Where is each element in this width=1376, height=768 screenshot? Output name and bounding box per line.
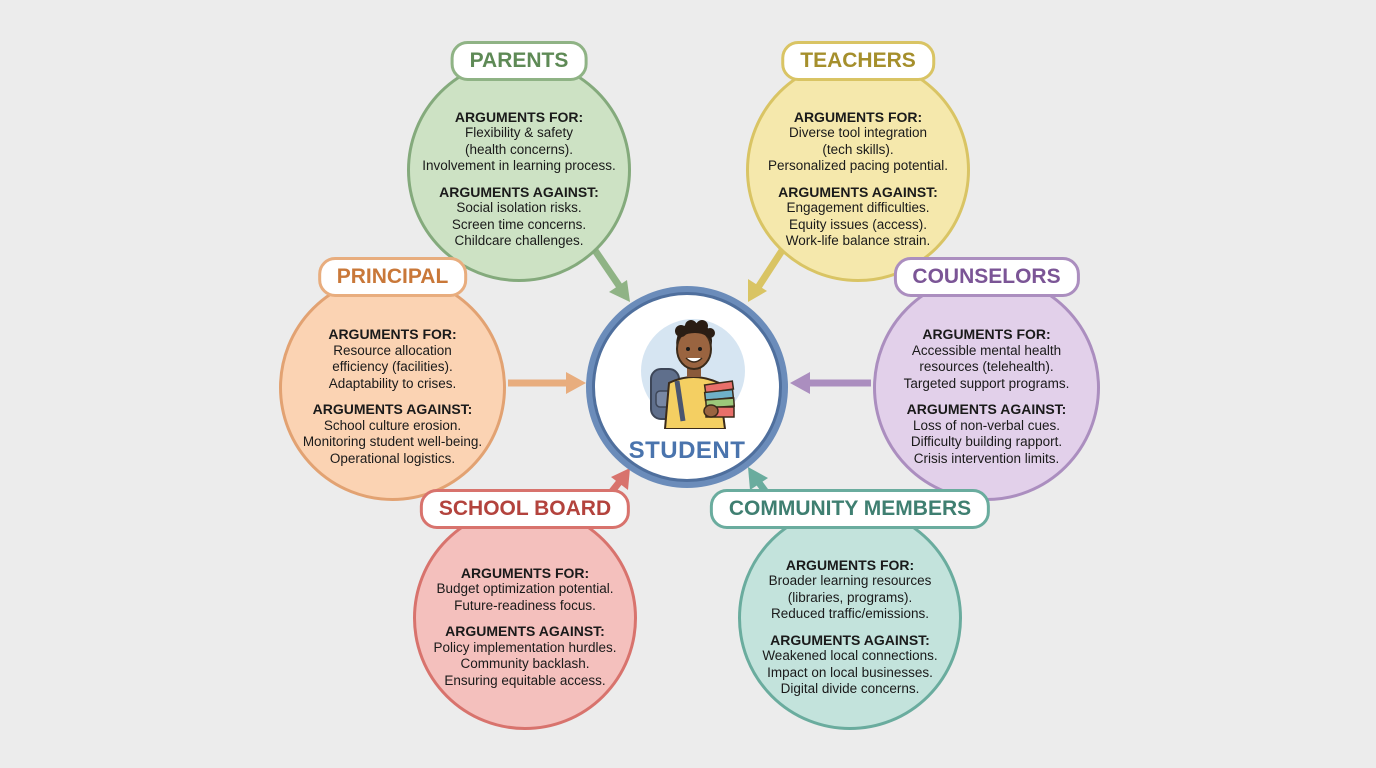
parents-against-section: ARGUMENTS AGAINST: Social isolation risk…: [439, 184, 599, 250]
counselors-against-item: Difficulty building rapport.: [910, 434, 1063, 449]
counselors-for-item: Accessible mental health: [911, 342, 1062, 358]
principal-node: PRINCIPAL ARGUMENTS FOR: Resource alloca…: [279, 257, 506, 501]
community-for-section: ARGUMENTS FOR: Broader learning resource…: [769, 557, 932, 623]
teachers-label: TEACHERS: [781, 41, 935, 81]
parents-against-item: Childcare challenges.: [454, 233, 584, 248]
school-board-against-item: Ensuring equitable access.: [444, 672, 606, 688]
principal-for-item: Resource allocation: [333, 342, 452, 358]
school-board-against-item: Community backlash.: [460, 656, 590, 672]
teachers-for-item: Diverse tool integration: [788, 125, 928, 140]
school-board-for-section: ARGUMENTS FOR: Budget optimization poten…: [436, 565, 613, 615]
community-against-section: ARGUMENTS AGAINST: Weakened local connec…: [762, 632, 937, 698]
arrow-teachers: [748, 244, 788, 302]
student-node-inner: STUDENT: [592, 292, 782, 482]
arrow-principal: [508, 372, 586, 394]
school-board-label: SCHOOL BOARD: [419, 489, 631, 529]
principal-against-item: School culture erosion.: [323, 417, 462, 433]
teachers-for-section: ARGUMENTS FOR: Diverse tool integration …: [768, 109, 948, 175]
principal-label: PRINCIPAL: [317, 257, 468, 297]
parents-node: PARENTS ARGUMENTS FOR: Flexibility & saf…: [407, 41, 631, 282]
counselors-node: COUNSELORS ARGUMENTS FOR: Accessible men…: [873, 257, 1100, 501]
principal-against-item: Monitoring student well-being.: [302, 434, 483, 449]
principal-for-section: ARGUMENTS FOR: Resource allocation effic…: [328, 326, 456, 392]
principal-against-section: ARGUMENTS AGAINST: School culture erosio…: [303, 401, 482, 467]
community-for-item: Broader learning resources: [768, 573, 932, 588]
counselors-against-item: Loss of non-verbal cues.: [912, 417, 1061, 433]
school-board-against-section: ARGUMENTS AGAINST: Policy implementation…: [433, 623, 616, 689]
community-for-item: Reduced traffic/emissions.: [770, 606, 930, 621]
teachers-for-item: (tech skills).: [822, 141, 894, 157]
teachers-against-item: Engagement difficulties.: [786, 200, 930, 215]
parents-for-item: Flexibility & safety: [464, 125, 574, 140]
counselors-label: COUNSELORS: [893, 257, 1080, 297]
principal-against-heading: ARGUMENTS AGAINST:: [312, 401, 473, 417]
student-title: STUDENT: [628, 437, 746, 464]
community-against-item: Weakened local connections.: [762, 648, 938, 663]
parents-against-item: Social isolation risks.: [456, 200, 582, 215]
principal-for-heading: ARGUMENTS FOR:: [328, 326, 457, 342]
school-board-against-heading: ARGUMENTS AGAINST:: [445, 623, 605, 640]
parents-against-heading: ARGUMENTS AGAINST:: [439, 183, 599, 200]
teachers-for-item: Personalized pacing potential.: [767, 158, 949, 173]
teachers-against-heading: ARGUMENTS AGAINST:: [778, 183, 938, 200]
school-board-node: SCHOOL BOARD ARGUMENTS FOR: Budget optim…: [413, 489, 637, 730]
community-against-item: Digital divide concerns.: [780, 681, 920, 696]
parents-label: PARENTS: [450, 41, 588, 81]
counselors-for-section: ARGUMENTS FOR: Accessible mental health …: [904, 326, 1070, 392]
school-board-for-item: Budget optimization potential.: [436, 581, 614, 597]
teachers-for-heading: ARGUMENTS FOR:: [793, 108, 923, 125]
community-against-item: Impact on local businesses.: [767, 664, 933, 680]
counselors-against-heading: ARGUMENTS AGAINST:: [906, 401, 1067, 417]
school-board-for-heading: ARGUMENTS FOR:: [460, 564, 590, 581]
school-board-against-item: Policy implementation hurdles.: [433, 639, 617, 655]
principal-for-item: efficiency (facilities).: [332, 359, 453, 374]
parents-against-item: Screen time concerns.: [451, 216, 587, 232]
community-against-heading: ARGUMENTS AGAINST:: [770, 631, 930, 648]
student-node: STUDENT: [586, 286, 788, 488]
counselors-for-item: resources (telehealth).: [919, 359, 1054, 374]
teachers-against-item: Work-life balance strain.: [785, 233, 931, 248]
counselors-against-item: Crisis intervention limits.: [913, 450, 1060, 466]
parents-for-section: ARGUMENTS FOR: Flexibility & safety (hea…: [422, 109, 616, 175]
community-for-item: (libraries, programs).: [787, 589, 913, 605]
counselors-for-item: Targeted support programs.: [903, 375, 1070, 391]
parents-for-item: (health concerns).: [464, 141, 574, 157]
teachers-against-section: ARGUMENTS AGAINST: Engagement difficulti…: [778, 184, 938, 250]
principal-for-item: Adaptability to crises.: [328, 375, 457, 391]
principal-against-item: Operational logistics.: [329, 450, 456, 466]
teachers-against-item: Equity issues (access).: [788, 216, 928, 232]
counselors-against-section: ARGUMENTS AGAINST: Loss of non-verbal cu…: [907, 401, 1067, 467]
parents-for-item: Involvement in learning process.: [422, 158, 616, 173]
school-board-for-item: Future-readiness focus.: [454, 597, 596, 613]
teachers-node: TEACHERS ARGUMENTS FOR: Diverse tool int…: [746, 41, 970, 282]
student-icon: [641, 319, 745, 429]
community-for-heading: ARGUMENTS FOR:: [785, 556, 915, 573]
counselors-for-heading: ARGUMENTS FOR:: [922, 326, 1051, 342]
arrow-counselors: [790, 372, 871, 394]
community-label: COMMUNITY MEMBERS: [709, 489, 991, 529]
community-node: COMMUNITY MEMBERS ARGUMENTS FOR: Broader…: [709, 489, 991, 730]
arrow-parents: [589, 244, 630, 302]
parents-for-heading: ARGUMENTS FOR:: [454, 108, 584, 125]
